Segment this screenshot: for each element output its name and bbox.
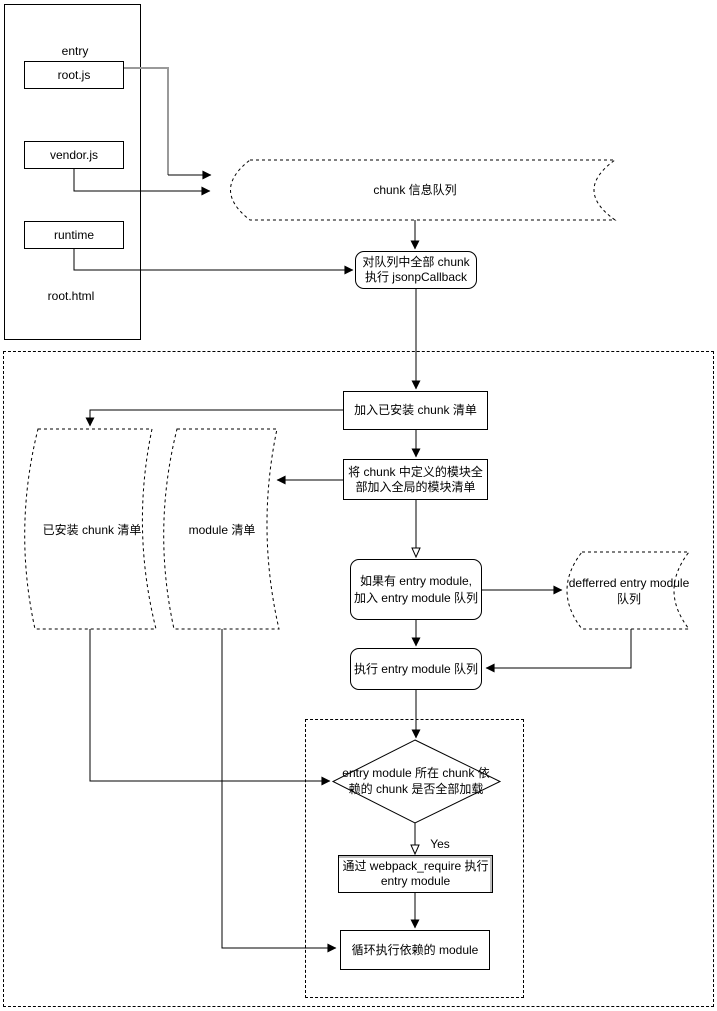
edge-addinstalled-to-installedlist: [85, 409, 343, 427]
node-enqueue-entry: 如果有 entry module, 加入 entry module 队列: [350, 559, 482, 620]
chunk-info-queue-label: chunk 信息队列: [373, 183, 457, 197]
node-vendor-js: vendor.js: [24, 141, 124, 169]
node-loop-dependent-modules: 循环执行依赖的 module: [340, 930, 490, 970]
edge-vendorjs-to-queue: [73, 169, 211, 196]
edge-rootjs-elbow: [124, 67, 169, 175]
edge-installedlist-to-decision: [89, 629, 331, 786]
node-run-entry-queue: 执行 entry module 队列: [350, 648, 482, 690]
chunk-info-queue-shape: [230, 159, 617, 221]
module-list-label: module 清单: [188, 523, 256, 537]
entry-group-title: entry: [61, 44, 89, 58]
node-add-installed-chunk: 加入已安装 chunk 清单: [343, 391, 488, 430]
root-html-label: root.html: [47, 289, 95, 303]
edge-deferred-to-runqueue: [485, 629, 632, 673]
edge-runtime-to-jsonp: [73, 249, 354, 275]
runtime-scope-group: [3, 351, 714, 1007]
node-webpack-require: 通过 webpack_require 执行 entry module: [338, 855, 493, 893]
deferred-entry-queue-shape: [566, 551, 691, 630]
module-list-shape: [163, 428, 280, 630]
entry-execution-group: [305, 719, 524, 998]
installed-chunk-list-label: 已安装 chunk 清单: [42, 523, 142, 537]
edge-label-yes: Yes: [430, 836, 450, 851]
deferred-entry-queue-label: defferred entry module 队列: [568, 576, 690, 606]
installed-chunk-list-shape: [24, 428, 157, 630]
entry-files-group: [4, 4, 141, 340]
node-register-modules: 将 chunk 中定义的模块全 部加入全局的模块清单: [343, 459, 488, 500]
decision-label: entry module 所在 chunk 依 赖的 chunk 是否全部加载: [342, 766, 490, 796]
edge-modulelist-to-loop: [221, 629, 337, 953]
node-jsonp-callback: 对队列中全部 chunk 执行 jsonpCallback: [355, 251, 477, 289]
node-root-js: root.js: [24, 61, 124, 89]
node-runtime: runtime: [24, 221, 124, 249]
